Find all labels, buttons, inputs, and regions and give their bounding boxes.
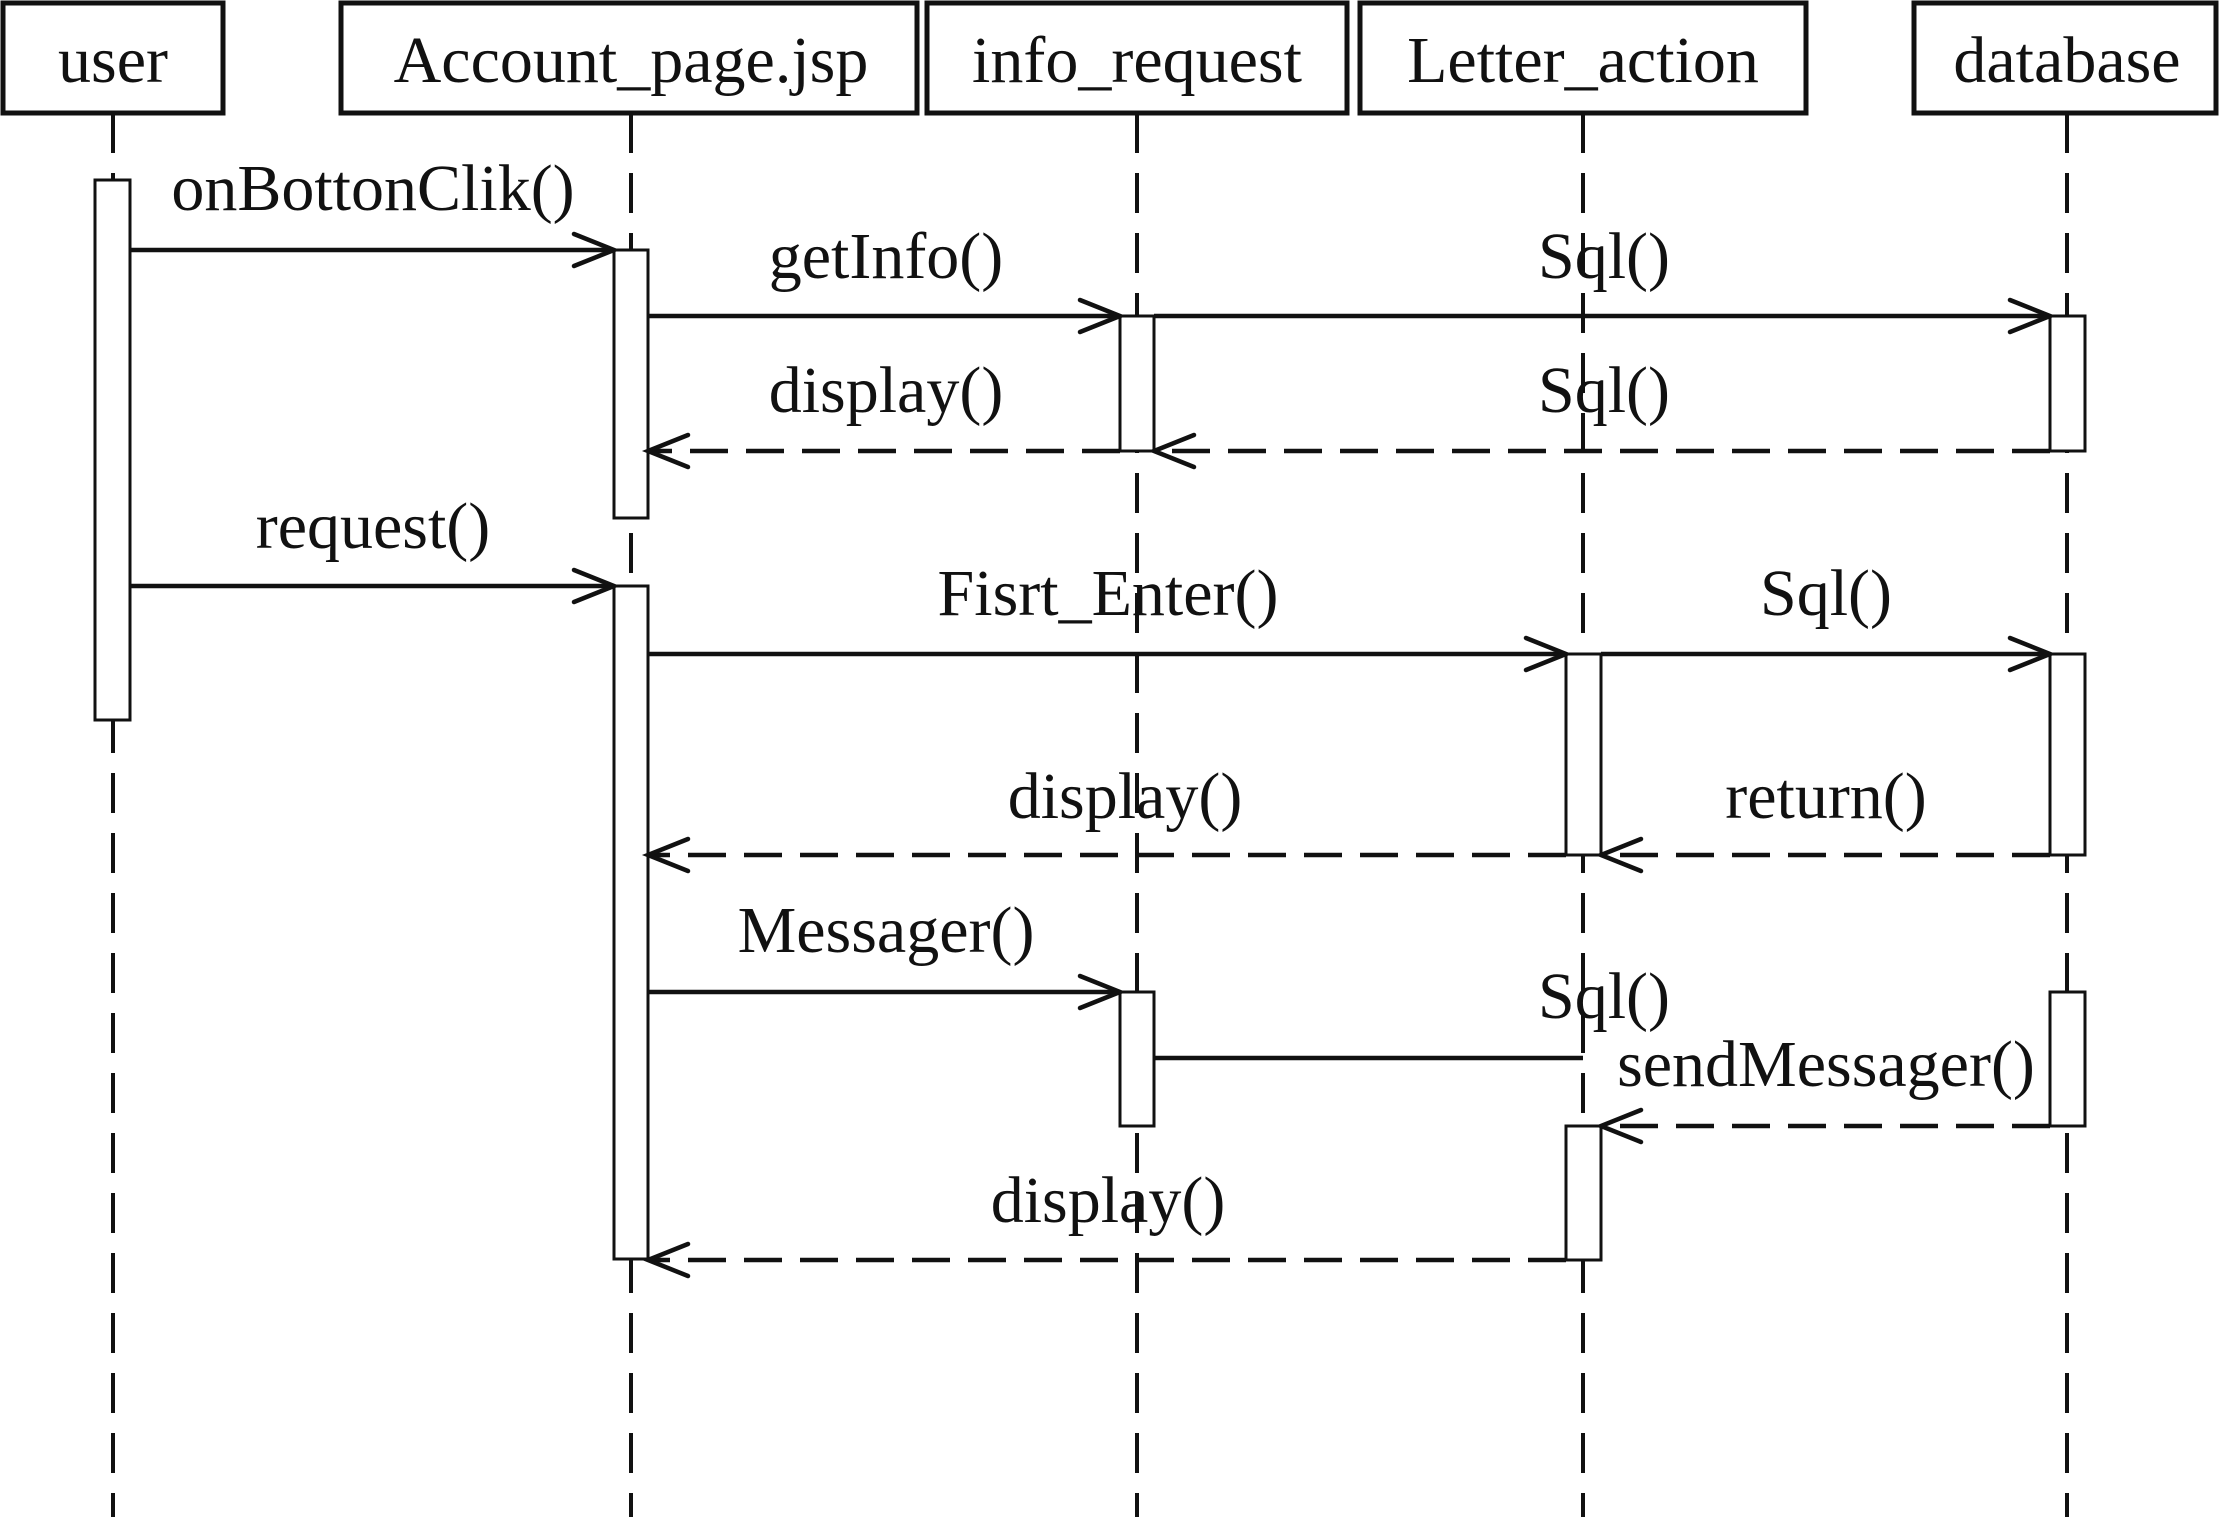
- message-arrowhead-1: [571, 231, 621, 269]
- participant-label-user: user: [58, 24, 168, 97]
- activation-bar-10: [1564, 1124, 1603, 1262]
- participant-label-db: database: [1953, 24, 2180, 97]
- message-arrowhead-3: [2007, 297, 2057, 335]
- activation-bar-3: [1118, 314, 1156, 453]
- message-arrowhead-14: [641, 1241, 691, 1279]
- message-arrowhead-6: [571, 567, 621, 605]
- message-label-12: Sql(): [1538, 960, 1670, 1033]
- message-arrowhead-9: [1594, 836, 1644, 874]
- message-arrowhead-8: [2007, 635, 2057, 673]
- participant-box-letter: [1357, 0, 1809, 116]
- activation-bar-4: [2048, 314, 2087, 453]
- activation-bar-9: [2048, 990, 2087, 1128]
- activation-bar-6: [1564, 652, 1603, 857]
- message-arrowhead-11: [1077, 973, 1127, 1011]
- message-label-5: display(): [769, 354, 1004, 427]
- activation-bar-2: [612, 248, 650, 520]
- message-label-10: display(): [1008, 760, 1243, 833]
- message-arrowhead-5: [641, 432, 691, 470]
- message-label-7: Fisrt_Enter(): [938, 557, 1279, 630]
- message-label-3: Sql(): [1538, 220, 1670, 293]
- participant-label-info: info_request: [972, 24, 1302, 97]
- participant-label-letter: Letter_action: [1407, 24, 1759, 97]
- message-arrowhead-7: [1523, 635, 1573, 673]
- participant-box-db: [1911, 0, 2219, 116]
- message-label-14: display(): [991, 1164, 1226, 1237]
- message-label-13: sendMessager(): [1617, 1028, 2035, 1101]
- activation-bar-5: [612, 584, 650, 1261]
- message-label-9: return(): [1725, 760, 1927, 833]
- message-label-11: Messager(): [738, 894, 1035, 967]
- message-label-4: Sql(): [1538, 354, 1670, 427]
- message-arrowhead-10: [641, 836, 691, 874]
- participant-box-user: [0, 0, 226, 116]
- participant-box-acc: [338, 0, 920, 116]
- activation-bar-8: [1118, 990, 1156, 1128]
- message-arrowhead-2: [1077, 297, 1127, 335]
- message-label-2: getInfo(): [769, 220, 1004, 293]
- participant-label-acc: Account_page.jsp: [394, 24, 869, 97]
- activation-bar-1: [93, 178, 132, 722]
- message-arrowhead-4: [1147, 432, 1197, 470]
- message-label-6: request(): [256, 490, 491, 563]
- message-label-1: onBottonClik(): [171, 152, 574, 225]
- participant-box-info: [924, 0, 1350, 116]
- message-arrowhead-13: [1594, 1107, 1644, 1145]
- activation-bar-7: [2048, 652, 2087, 857]
- message-label-8: Sql(): [1760, 557, 1892, 630]
